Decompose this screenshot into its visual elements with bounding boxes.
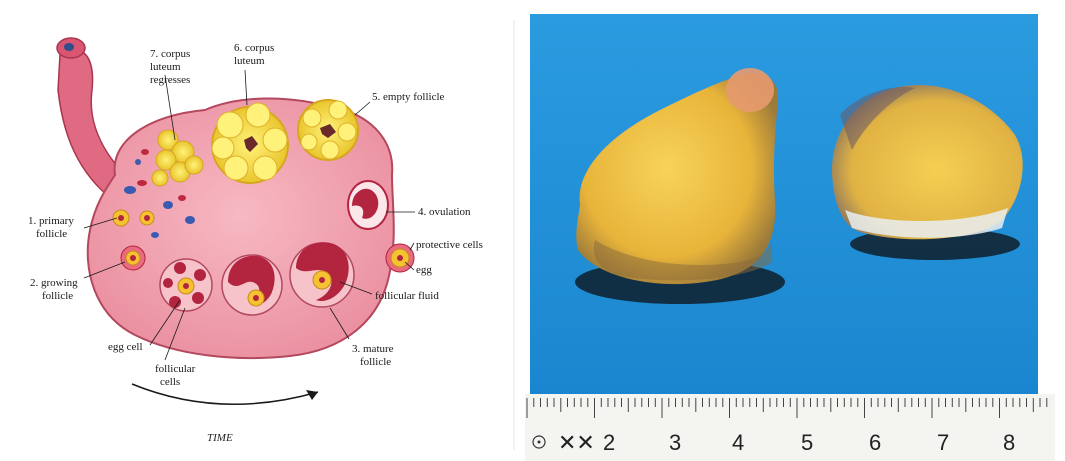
- label-growing-follicle-2: follicle: [42, 290, 73, 302]
- ruler-number-5: 5: [801, 430, 813, 455]
- label-egg: egg: [416, 264, 432, 276]
- label-primary-follicle-1: 1. primary: [28, 215, 74, 227]
- ovary-diagram: 7. corpus luteum regresses 6. corpus lut…: [28, 38, 483, 444]
- ruler-number-8: 8: [1003, 430, 1015, 455]
- label-primary-follicle-2: follicle: [36, 228, 67, 240]
- label-corpus-luteum-regresses-1: 7. corpus: [150, 48, 190, 60]
- label-empty-follicle: 5. empty follicle: [372, 91, 445, 103]
- ruler-number-6: 6: [869, 430, 881, 455]
- label-corpus-luteum-regresses-3: regresses: [150, 74, 190, 86]
- empty-follicle: [298, 100, 358, 160]
- specimen-photo: ✕✕ 2 3 4 5 6 7 8: [525, 14, 1055, 461]
- label-mature-follicle-2: follicle: [360, 356, 391, 368]
- ruler-number-2: 2: [603, 430, 615, 455]
- ruler-number-3: 3: [669, 430, 681, 455]
- follicle-developing: [160, 259, 212, 311]
- label-follicular-cells-2: cells: [160, 376, 180, 388]
- ruler-number-7: 7: [937, 430, 949, 455]
- label-egg-cell: egg cell: [108, 341, 143, 353]
- ovulation-follicle: [348, 181, 388, 229]
- ruler-symbol-cross: ✕✕: [558, 430, 595, 455]
- label-follicular-fluid: follicular fluid: [375, 290, 439, 302]
- label-follicular-cells-1: follicular: [155, 363, 196, 375]
- label-protective-cells: protective cells: [416, 239, 483, 251]
- released-egg: [386, 244, 414, 272]
- label-corpus-luteum-regresses-2: luteum: [150, 61, 181, 73]
- label-ovulation: 4. ovulation: [418, 206, 471, 218]
- growing-follicle: [121, 246, 145, 270]
- follicle-antral: [222, 255, 282, 315]
- label-corpus-luteum-1: 6. corpus: [234, 42, 274, 54]
- mature-follicle: [290, 242, 354, 307]
- time-arrow: TIME: [132, 384, 318, 444]
- ruler-number-4: 4: [732, 430, 744, 455]
- label-time: TIME: [207, 432, 233, 444]
- label-corpus-luteum-2: luteum: [234, 55, 265, 67]
- label-mature-follicle-1: 3. mature: [352, 343, 394, 355]
- ruler: ✕✕ 2 3 4 5 6 7 8: [525, 394, 1055, 461]
- label-growing-follicle-1: 2. growing: [30, 277, 78, 289]
